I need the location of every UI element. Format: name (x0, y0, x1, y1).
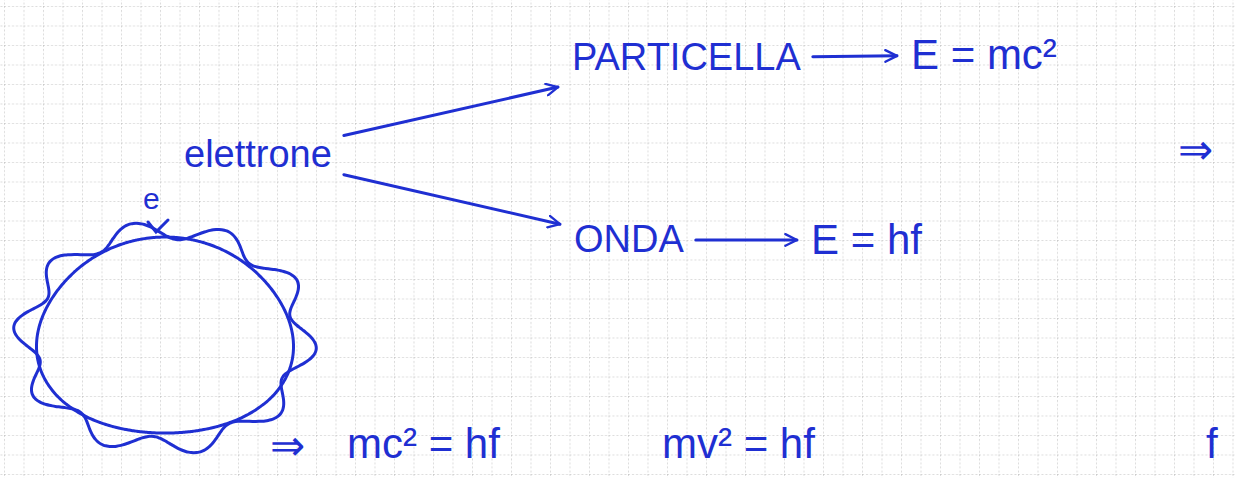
electron-label: e (141, 182, 162, 215)
arrow-connector (344, 87, 558, 135)
label-text: mc² = hf (347, 421, 500, 467)
text-node: E = mc² (905, 30, 1063, 80)
equation: mv² = hf (660, 421, 817, 467)
text-node: elettrone (178, 132, 338, 178)
label-text: ⇒ (1178, 127, 1213, 173)
implies-arrow: ⇒ (268, 423, 307, 469)
node-text: E = mc² (911, 32, 1057, 78)
node-text: elettrone (184, 134, 332, 176)
electron-mark (148, 220, 168, 232)
text-node: E = hf (805, 215, 928, 265)
text-node: PARTICELLA (566, 35, 807, 81)
label-text: mv² = hf (662, 421, 815, 467)
node-text: E = hf (811, 217, 922, 263)
arrow-connector (696, 238, 797, 241)
equation: mc² = hf (345, 421, 502, 467)
standing-wave (14, 223, 317, 452)
text-node: ONDA (568, 217, 690, 263)
equation-fragment: f (1204, 421, 1220, 467)
arrow-connector (813, 54, 897, 58)
arrow-connector (344, 175, 560, 225)
label-text: ⇒ (270, 423, 305, 469)
node-text: ONDA (574, 219, 684, 261)
implies-arrow: ⇒ (1176, 127, 1215, 173)
node-text: PARTICELLA (572, 37, 801, 79)
label-text: f (1206, 421, 1218, 467)
label-text: e (143, 182, 160, 215)
